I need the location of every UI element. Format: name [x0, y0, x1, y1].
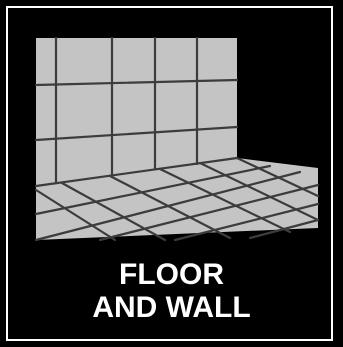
label-line-2: AND WALL — [0, 291, 343, 324]
category-label: FLOOR AND WALL — [0, 258, 343, 324]
label-line-1: FLOOR — [0, 258, 343, 291]
